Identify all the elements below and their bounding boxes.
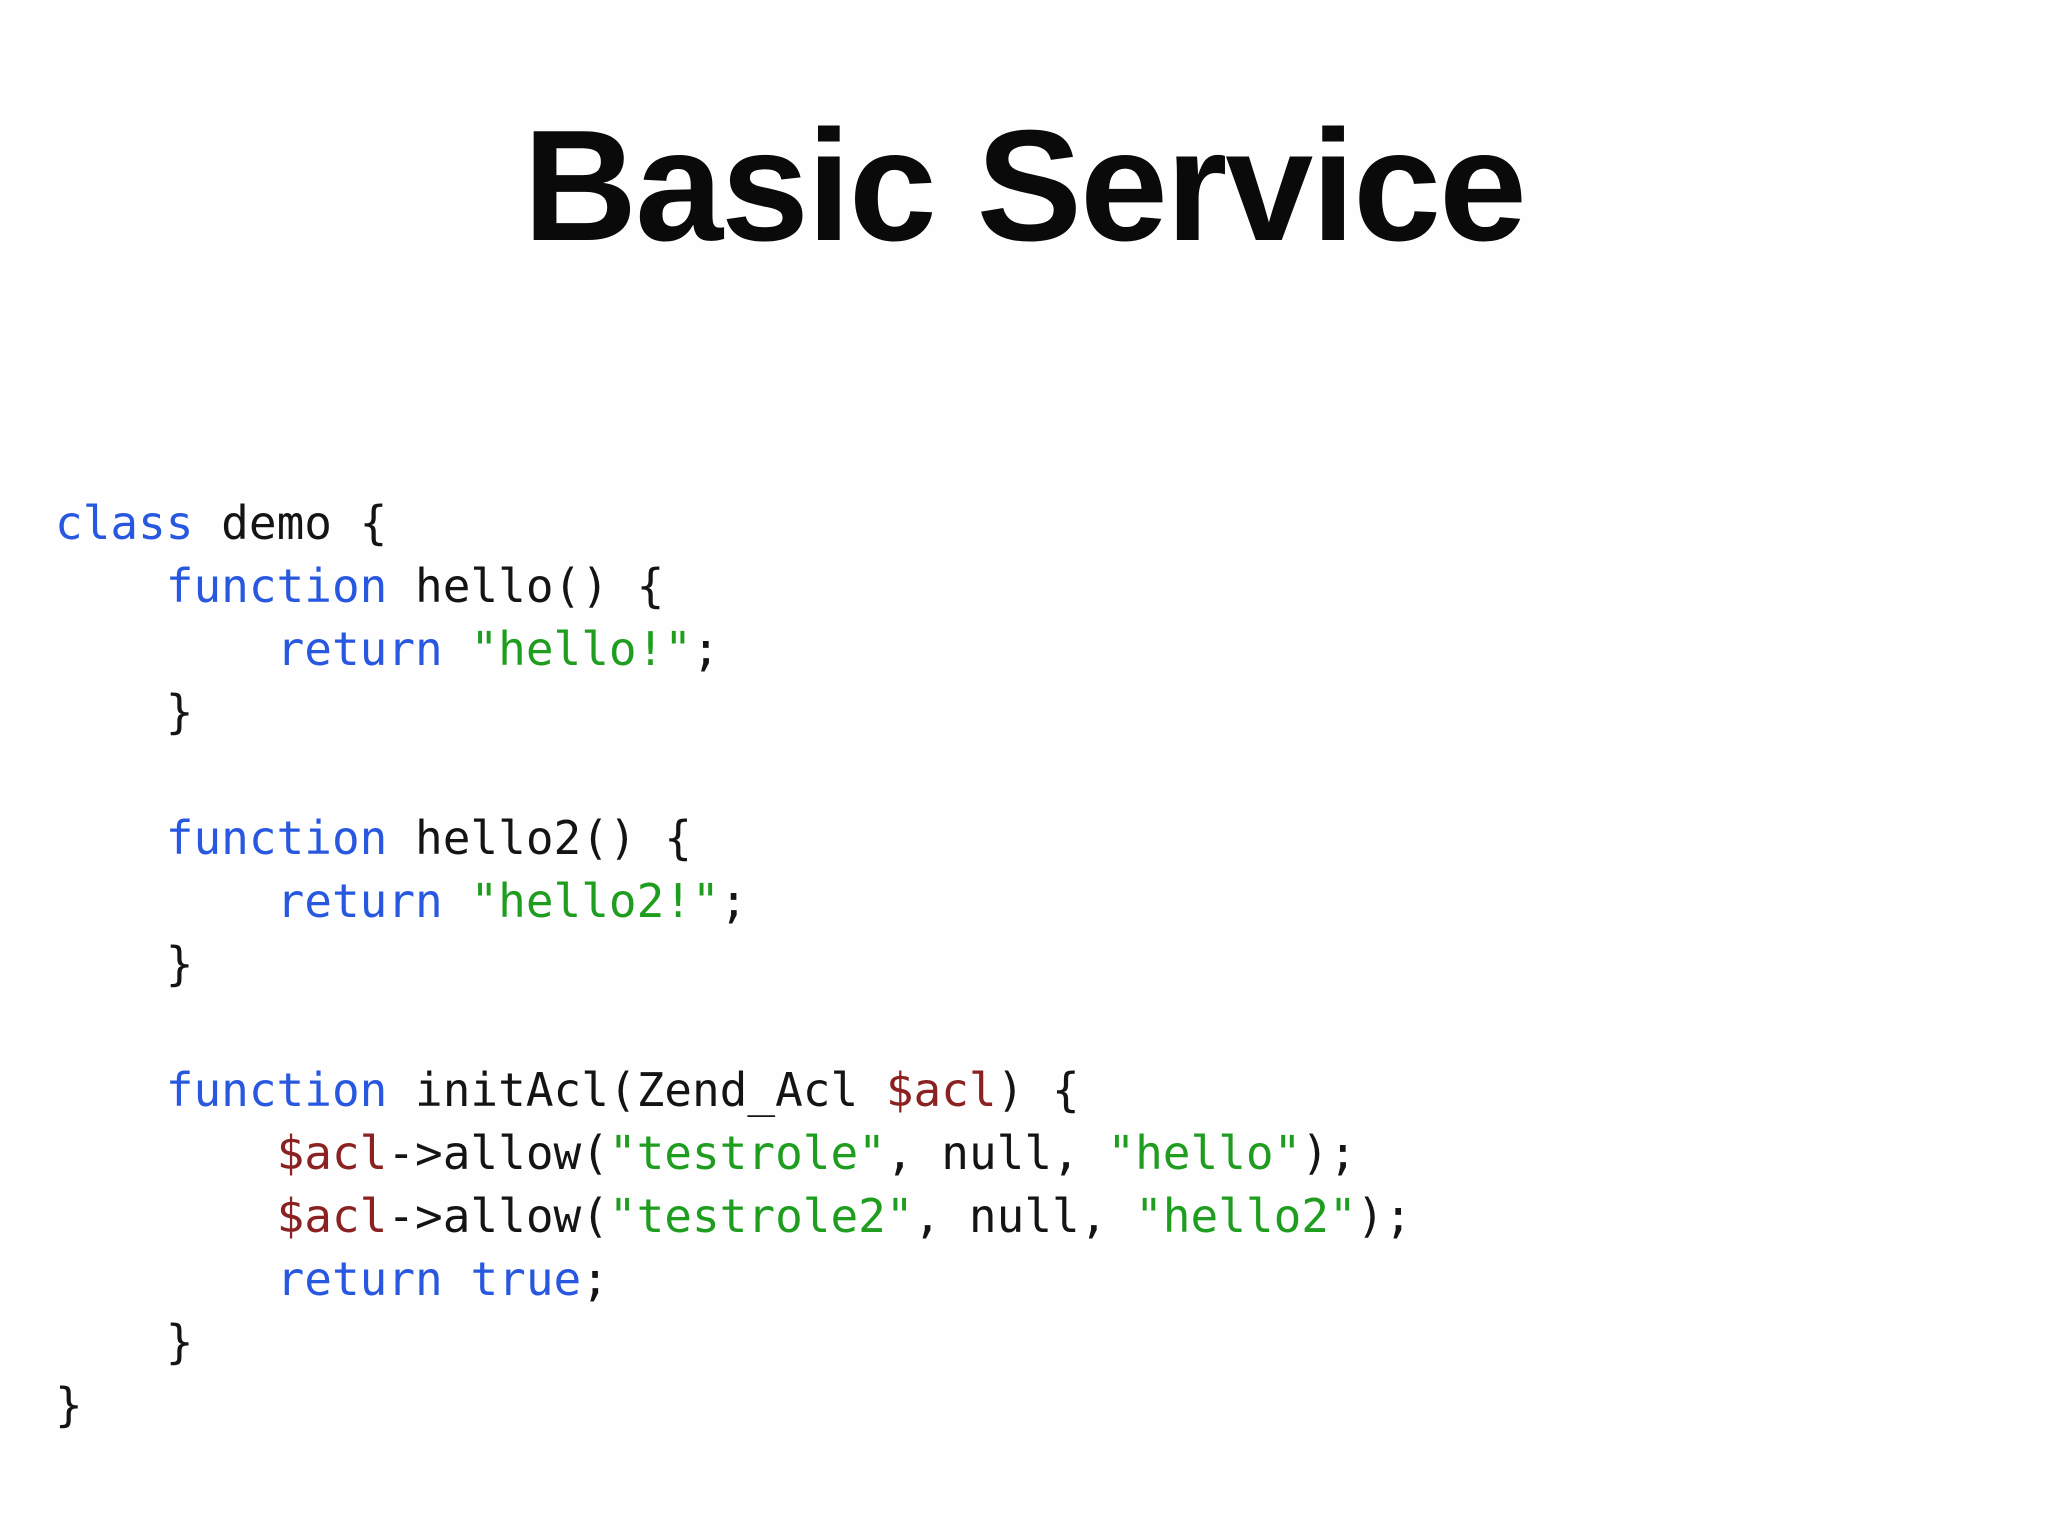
code-token-plain: ) { — [996, 1063, 1080, 1117]
code-token-keyword: return — [276, 1252, 443, 1306]
code-token-plain: } — [55, 1378, 83, 1432]
code-token-plain — [443, 622, 471, 676]
code-line: } — [55, 933, 1412, 996]
code-token-string: "hello" — [1107, 1126, 1302, 1180]
code-token-plain — [443, 874, 471, 928]
code-token-plain — [443, 1252, 471, 1306]
code-token-keyword: return — [276, 622, 443, 676]
code-line: return "hello!"; — [55, 618, 1412, 681]
code-line: } — [55, 1311, 1412, 1374]
code-token-keyword: class — [55, 496, 194, 550]
code-token-plain: ->allow( — [387, 1126, 609, 1180]
code-token-keyword: true — [470, 1252, 582, 1306]
code-line: $acl->allow("testrole", null, "hello"); — [55, 1122, 1412, 1185]
code-token-keyword: return — [276, 874, 443, 928]
code-line — [55, 744, 1412, 807]
code-token-string: "hello2" — [1135, 1189, 1357, 1243]
code-token-plain: } — [55, 937, 194, 991]
code-block: class demo { function hello() { return "… — [55, 492, 1412, 1437]
code-token-variable: $acl — [276, 1126, 388, 1180]
code-token-string: "testrole" — [608, 1126, 886, 1180]
code-token-plain: hello() { — [387, 559, 665, 613]
code-token-plain — [55, 811, 166, 865]
code-token-plain — [55, 1126, 277, 1180]
code-token-plain — [55, 1189, 277, 1243]
code-line: function hello2() { — [55, 807, 1412, 870]
code-token-plain: } — [55, 1315, 194, 1369]
code-token-string: "testrole2" — [608, 1189, 914, 1243]
code-line: class demo { — [55, 492, 1412, 555]
code-line: } — [55, 681, 1412, 744]
code-line: function hello() { — [55, 555, 1412, 618]
code-token-plain: ; — [719, 874, 748, 928]
code-line: return true; — [55, 1248, 1412, 1311]
code-token-plain — [55, 622, 277, 676]
code-token-plain: ; — [581, 1252, 609, 1306]
code-token-keyword: function — [165, 811, 388, 865]
code-line: } — [55, 1374, 1412, 1437]
code-token-variable: $acl — [276, 1189, 388, 1243]
code-token-plain — [55, 1252, 277, 1306]
code-token-variable: $acl — [885, 1063, 997, 1117]
code-token-plain — [55, 559, 166, 613]
code-token-plain: initAcl(Zend_Acl — [387, 1063, 886, 1117]
code-token-keyword: function — [165, 559, 388, 613]
code-line — [55, 996, 1412, 1059]
code-token-plain — [55, 874, 277, 928]
slide-title: Basic Service — [523, 98, 1527, 274]
code-line: $acl->allow("testrole2", null, "hello2")… — [55, 1185, 1413, 1248]
code-token-string: "hello!" — [470, 622, 692, 676]
code-token-string: "hello2!" — [470, 874, 720, 928]
code-token-plain: ->allow( — [387, 1189, 609, 1243]
code-token-plain: ); — [1301, 1126, 1357, 1180]
code-token-keyword: function — [165, 1063, 388, 1117]
code-token-plain: ; — [692, 622, 720, 676]
code-line: function initAcl(Zend_Acl $acl) { — [55, 1059, 1412, 1122]
code-token-plain: , null, — [913, 1189, 1136, 1243]
code-token-plain: hello2() { — [387, 811, 692, 865]
code-token-plain: demo { — [193, 496, 388, 550]
code-token-plain: ); — [1356, 1189, 1413, 1243]
code-token-plain — [55, 1063, 166, 1117]
code-token-plain: } — [55, 685, 194, 739]
code-token-plain: , null, — [885, 1126, 1108, 1180]
code-line: return "hello2!"; — [55, 870, 1412, 933]
